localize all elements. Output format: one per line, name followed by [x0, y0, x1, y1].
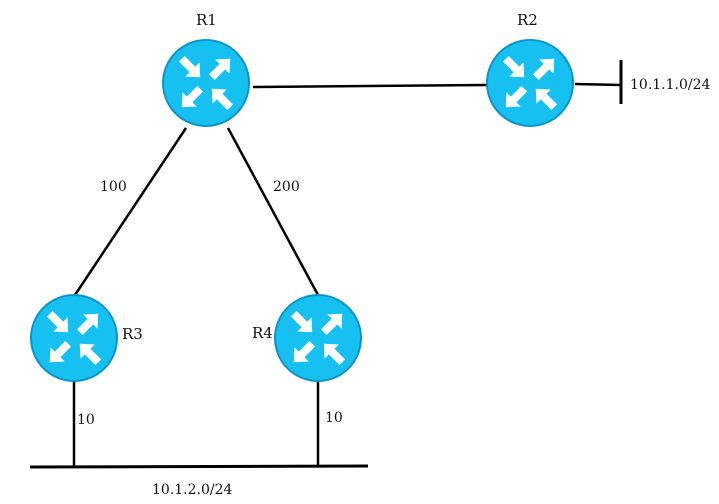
router-icon [30, 294, 118, 382]
link-r1-r4 [226, 127, 320, 296]
link-r2-stub [574, 82, 622, 87]
router-r2[interactable] [486, 39, 574, 127]
network-label-stub: 10.1.1.0/24 [630, 77, 711, 93]
router-r4[interactable] [274, 294, 362, 382]
link-cost-r3-lan: 10 [77, 412, 95, 428]
router-icon [486, 39, 574, 127]
link-cost-r1-r4: 200 [273, 179, 300, 195]
link-cost-r4-lan: 10 [325, 410, 343, 426]
router-icon [274, 294, 362, 382]
link-cost-r1-r3: 100 [100, 179, 127, 195]
link-r1-r3 [73, 127, 188, 296]
router-label-r2: R2 [517, 11, 538, 29]
router-label-r1: R1 [196, 11, 217, 29]
router-icon [162, 39, 250, 127]
link-r1-r2 [252, 83, 488, 89]
router-label-r4: R4 [252, 324, 273, 342]
lan-network-bar [29, 464, 369, 469]
router-r1[interactable] [162, 39, 250, 127]
router-label-r3: R3 [122, 325, 143, 343]
network-label-lan: 10.1.2.0/24 [152, 482, 233, 498]
router-r3[interactable] [30, 294, 118, 382]
